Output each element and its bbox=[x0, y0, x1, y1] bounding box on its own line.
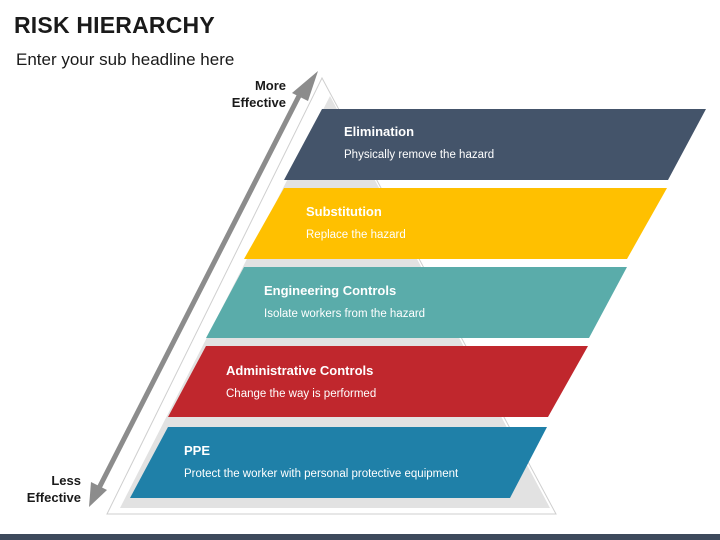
double-headed-arrow-icon bbox=[89, 71, 318, 507]
level-title: PPE bbox=[184, 443, 211, 458]
level-engineering-controls: Engineering Controls Isolate workers fro… bbox=[264, 283, 425, 320]
page-title: RISK HIERARCHY bbox=[14, 12, 215, 38]
level-description: Isolate workers from the hazard bbox=[264, 308, 426, 320]
level-administrative-controls: Administrative Controls Change the way i… bbox=[226, 363, 376, 400]
less-effective-label: Less Effective bbox=[26, 473, 81, 505]
footer-bar bbox=[0, 534, 720, 540]
level-band-administrative bbox=[168, 346, 588, 417]
level-band-elimination bbox=[284, 109, 706, 180]
level-ppe: PPE Protect the worker with personal pro… bbox=[184, 443, 458, 480]
level-title: Elimination bbox=[344, 124, 415, 139]
level-description: Physically remove the hazard bbox=[344, 149, 495, 161]
level-band-substitution bbox=[244, 188, 667, 259]
level-elimination: Elimination Physically remove the hazard bbox=[344, 124, 494, 161]
more-effective-label: More Effective bbox=[231, 78, 286, 110]
level-band-engineering bbox=[206, 267, 627, 338]
level-substitution: Substitution Replace the hazard bbox=[306, 204, 406, 241]
level-title: Substitution bbox=[306, 204, 382, 219]
level-description: Change the way is performed bbox=[226, 388, 377, 400]
level-title: Administrative Controls bbox=[226, 363, 374, 378]
page-subtitle: Enter your sub headline here bbox=[16, 50, 235, 69]
level-title: Engineering Controls bbox=[264, 283, 397, 298]
level-description: Protect the worker with personal protect… bbox=[184, 468, 459, 480]
level-band-ppe bbox=[130, 427, 547, 498]
level-description: Replace the hazard bbox=[306, 229, 406, 241]
